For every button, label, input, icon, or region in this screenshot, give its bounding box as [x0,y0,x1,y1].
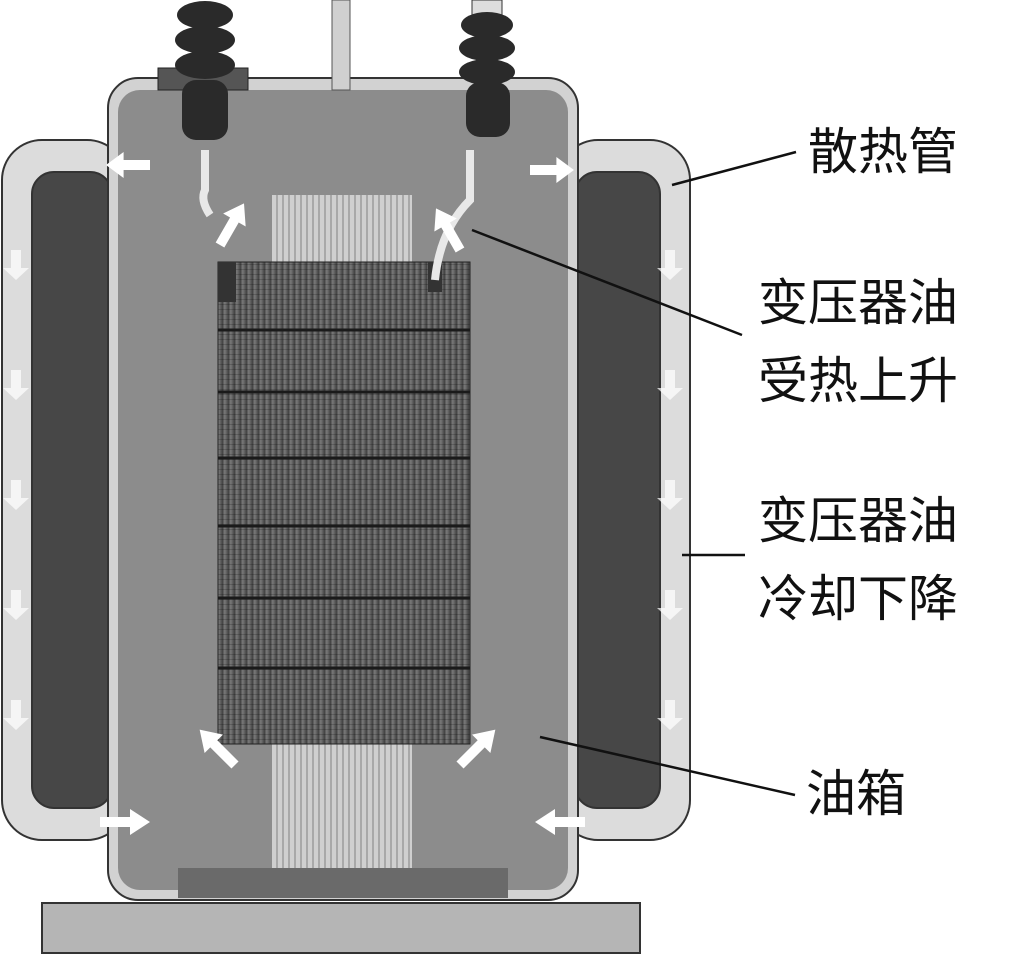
flow-arrow-icon [100,809,150,835]
label-oil-rising-2: 受热上升 [758,352,958,410]
flow-arrow-icon [3,370,29,400]
oil-flow-arrows [3,152,683,835]
core-top [272,195,412,265]
coil [217,261,471,745]
leader-oil-rising [471,228,743,337]
flow-arrow-icon [456,729,496,769]
flow-arrow-icon [3,480,29,510]
base-plate [41,902,641,954]
flow-arrow-icon [530,157,574,183]
flow-arrow-icon [3,700,29,730]
flow-arrow-icon [657,480,683,510]
left-lead [199,150,214,218]
flow-arrow-icon [535,809,585,835]
left-bushing [157,1,249,140]
leader-oil-tank [539,735,796,797]
flow-arrow-icon [657,590,683,620]
flow-arrow-icon [657,700,683,730]
flow-arrow-icon [106,152,150,178]
flow-arrow-icon [3,250,29,280]
right-radiator-pipe [557,139,691,841]
core-bottom [272,742,412,892]
left-radiator-pipe [1,139,128,841]
center-rod [331,0,351,91]
label-oil-rising-1: 变压器油 [758,274,958,332]
flow-arrow-icon [3,590,29,620]
label-oil-falling-1: 变压器油 [758,492,958,550]
flow-arrow-icon [657,250,683,280]
leader-radiator-pipe [671,150,797,187]
flow-arrow-icon [657,370,683,400]
flow-arrow-icon [434,208,465,253]
right-bushing [459,0,515,137]
label-oil-falling-2: 冷却下降 [758,570,958,628]
label-oil-tank: 油箱 [806,765,906,823]
flow-arrow-icon [199,729,239,769]
flow-arrow-icon [215,203,246,248]
label-radiator-pipe: 散热管 [808,123,958,181]
